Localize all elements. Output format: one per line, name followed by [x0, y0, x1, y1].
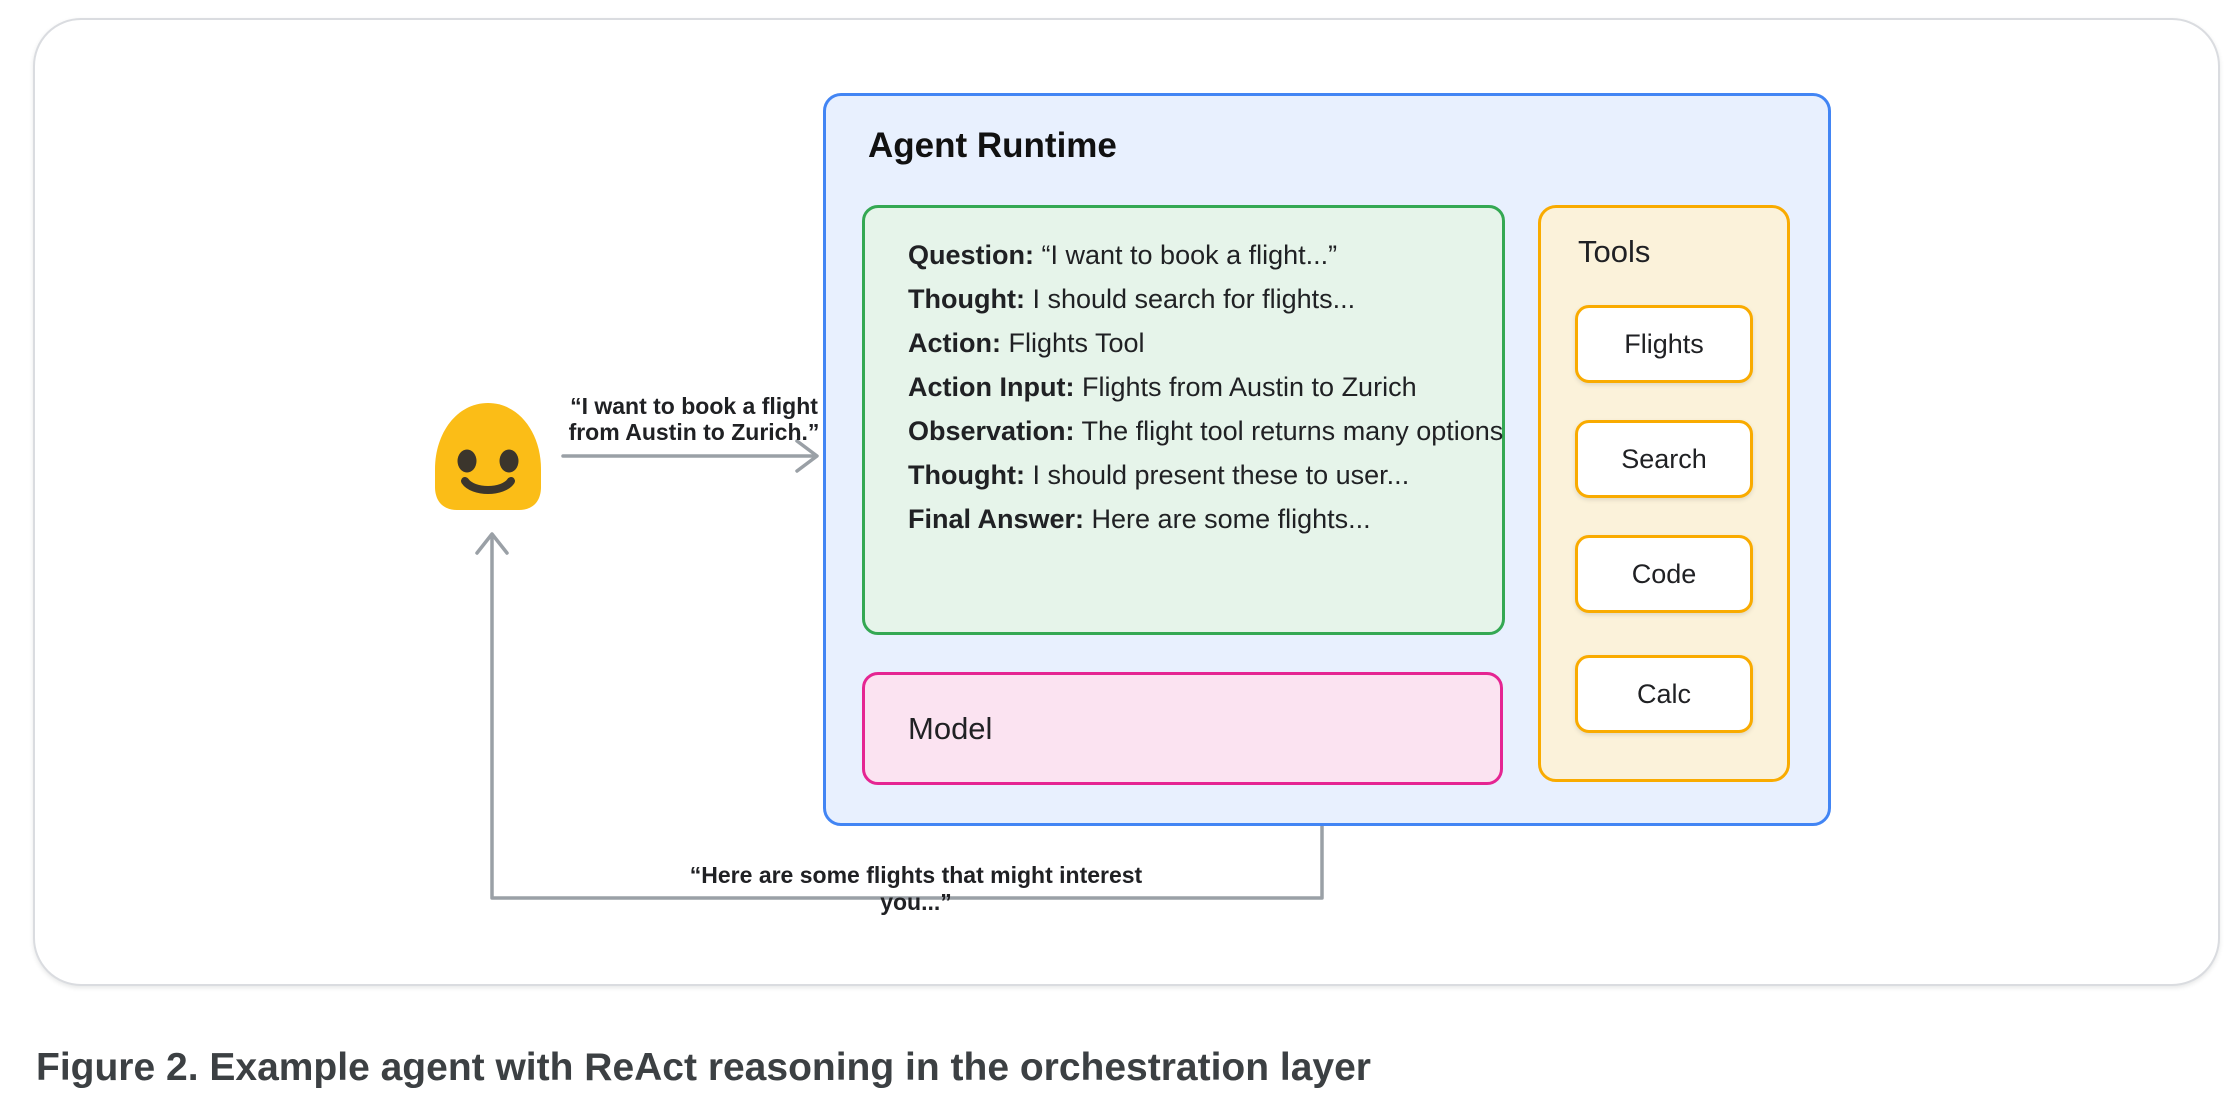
agent-runtime-title: Agent Runtime — [868, 126, 1117, 165]
trace-line-action: Action: Flights Tool — [908, 328, 1145, 358]
request-line-1: “I want to book a flight — [570, 393, 818, 419]
trace-line-final-answer: Final Answer: Here are some flights... — [908, 504, 1371, 534]
user-request-label: “I want to book a flight from Austin to … — [566, 393, 822, 445]
figure-caption: Figure 2. Example agent with ReAct reaso… — [36, 1046, 1371, 1089]
tools-title: Tools — [1578, 234, 1651, 269]
tool-button-flights: Flights — [1575, 305, 1753, 383]
request-line-2: from Austin to Zurich.” — [568, 419, 820, 445]
react-trace-box: Question: “I want to book a flight...” T… — [862, 205, 1505, 635]
tools-box: Tools Flights Search Code Calc — [1538, 205, 1790, 782]
agent-runtime-box: Agent Runtime Question: “I want to book … — [823, 93, 1831, 826]
model-box: Model — [862, 672, 1503, 785]
trace-line-action-input: Action Input: Flights from Austin to Zur… — [908, 372, 1417, 402]
model-label: Model — [908, 710, 993, 746]
tool-button-calc: Calc — [1575, 655, 1753, 733]
trace-line-question: Question: “I want to book a flight...” — [908, 240, 1338, 270]
tool-button-search: Search — [1575, 420, 1753, 498]
trace-line-thought-1: Thought: I should search for flights... — [908, 284, 1356, 314]
agent-response-label: “Here are some flights that might intere… — [689, 862, 1143, 915]
user-emoji-icon — [428, 400, 548, 513]
trace-line-observation: Observation: The flight tool returns man… — [908, 416, 1504, 446]
tool-button-code: Code — [1575, 535, 1753, 613]
trace-line-thought-2: Thought: I should present these to user.… — [908, 460, 1410, 490]
